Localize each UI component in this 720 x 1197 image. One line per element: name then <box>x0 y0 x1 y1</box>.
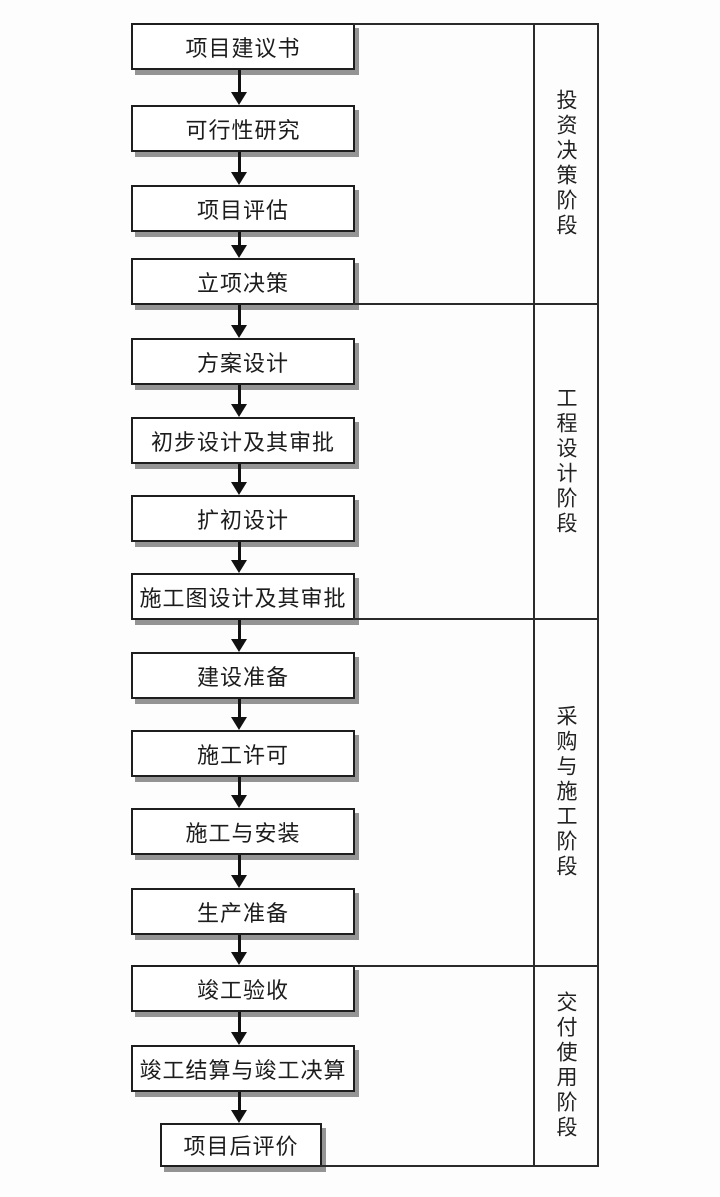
flow-step-label: 生产准备 <box>196 900 289 926</box>
flow-step-label: 施工许可 <box>196 742 289 768</box>
arrow-stem <box>238 777 241 796</box>
flow-step-label: 扩初设计 <box>196 507 289 533</box>
arrow-down-icon <box>231 482 247 495</box>
flow-step-box: 初步设计及其审批 <box>131 417 355 464</box>
flow-step-box: 竣工验收 <box>131 965 355 1012</box>
arrow-down-icon <box>231 1032 247 1045</box>
flow-step-box: 项目后评价 <box>160 1123 322 1167</box>
phase-divider-line <box>353 303 599 305</box>
flow-step-label: 竣工验收 <box>196 977 289 1003</box>
arrow-stem <box>238 1092 241 1111</box>
phase-label: 工程设计阶段 <box>554 386 578 537</box>
flow-step-label: 竣工结算与竣工决算 <box>139 1057 347 1083</box>
arrow-down-icon <box>231 560 247 573</box>
arrow-down-icon <box>231 952 247 965</box>
flow-step-label: 立项决策 <box>196 270 289 296</box>
flow-step-box: 可行性研究 <box>131 105 355 152</box>
arrow-down-icon <box>231 875 247 888</box>
arrow-stem <box>238 305 241 326</box>
flow-step-box: 竣工结算与竣工决算 <box>131 1045 355 1092</box>
phase-divider-line <box>353 618 599 620</box>
flow-step-box: 建设准备 <box>131 652 355 699</box>
arrow-stem <box>238 385 241 405</box>
flow-step-box: 生产准备 <box>131 888 355 935</box>
flow-step-box: 扩初设计 <box>131 495 355 542</box>
arrow-stem <box>238 699 241 718</box>
flow-step-label: 初步设计及其审批 <box>150 429 335 455</box>
arrow-down-icon <box>231 325 247 338</box>
flow-step-label: 项目评估 <box>196 197 289 223</box>
arrow-stem <box>238 70 241 93</box>
flow-step-box: 项目评估 <box>131 185 355 232</box>
arrow-stem <box>238 935 241 953</box>
flow-step-box: 施工图设计及其审批 <box>131 573 355 620</box>
phase-column-left-border <box>533 23 535 1167</box>
arrow-down-icon <box>231 172 247 185</box>
phase-label: 投资决策阶段 <box>554 89 578 239</box>
arrow-down-icon <box>231 245 247 258</box>
flow-step-label: 项目后评价 <box>183 1134 299 1159</box>
flow-step-box: 方案设计 <box>131 338 355 385</box>
phase-divider-line <box>353 23 599 25</box>
flow-step-box: 施工许可 <box>131 730 355 777</box>
flow-step-label: 施工与安装 <box>185 820 301 846</box>
flow-step-label: 建设准备 <box>196 664 289 690</box>
arrow-down-icon <box>231 404 247 417</box>
arrow-stem <box>238 152 241 173</box>
phase-label: 采购与施工阶段 <box>554 705 578 880</box>
flow-step-box: 施工与安装 <box>131 808 355 855</box>
phase-divider-line <box>353 965 599 967</box>
arrow-down-icon <box>231 717 247 730</box>
phase-divider-line <box>320 1165 599 1167</box>
arrow-down-icon <box>231 1110 247 1123</box>
arrow-down-icon <box>231 795 247 808</box>
flow-step-label: 可行性研究 <box>185 117 301 143</box>
flow-step-label: 项目建议书 <box>185 35 301 61</box>
arrow-stem <box>238 855 241 876</box>
arrow-stem <box>238 542 241 561</box>
flow-step-label: 施工图设计及其审批 <box>139 585 347 611</box>
flow-step-label: 方案设计 <box>196 350 289 376</box>
arrow-stem <box>238 620 241 640</box>
phase-column-right-border <box>597 23 599 1167</box>
phase-label: 交付使用阶段 <box>554 991 578 1141</box>
arrow-stem <box>238 1012 241 1033</box>
arrow-stem <box>238 232 241 246</box>
flow-step-box: 立项决策 <box>131 258 355 305</box>
arrow-down-icon <box>231 639 247 652</box>
arrow-down-icon <box>231 92 247 105</box>
arrow-stem <box>238 464 241 483</box>
flow-step-box: 项目建议书 <box>131 23 355 70</box>
